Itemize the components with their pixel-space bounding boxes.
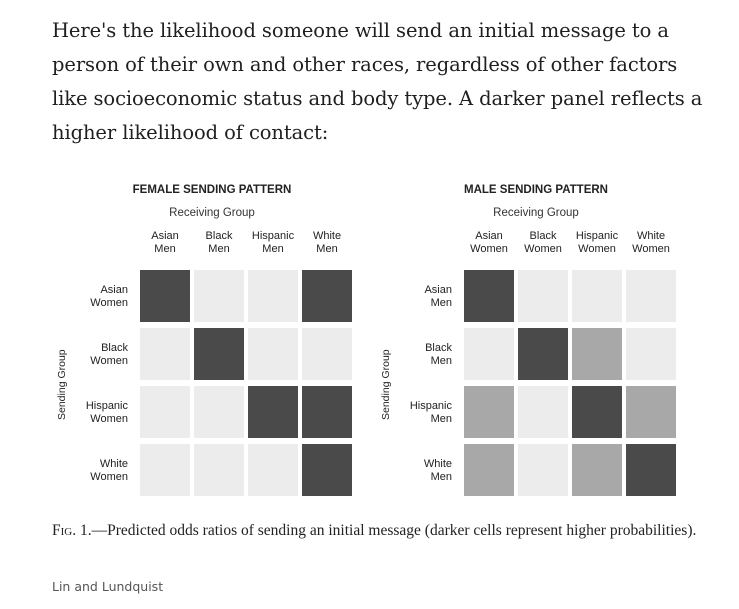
sending-group-label: Sending Group [56,349,68,420]
heatmap-cell [194,444,244,496]
column-label: White Men [312,230,342,255]
heatmap-cell [194,386,244,438]
heatmap-cell [248,444,298,496]
heatmap-cell [248,270,298,322]
row-label: Black Men [425,342,452,367]
heatmap-cell [140,328,190,380]
column-label: White Women [632,230,670,255]
heatmap-cell [464,328,514,380]
credit: Lin and Lundquist [52,579,164,594]
row-label: Asian Men [424,284,452,309]
column-label: Hispanic Men [251,230,295,255]
row-label: Asian Women [90,284,128,309]
caption-fig-label: Fig. 1. [52,522,92,539]
row-label: Black Women [90,342,128,367]
heatmap-cell [518,386,568,438]
receiving-group-label: Receiving Group [169,207,255,219]
row-label: Hispanic Women [85,400,128,425]
heatmap-cell [140,270,190,322]
column-label: Black Men [205,230,233,255]
heatmap-cell [302,328,352,380]
heatmap-cell [626,444,676,496]
heatmap-cell [248,386,298,438]
receiving-group-label: Receiving Group [493,207,579,219]
heatmap-cell [194,328,244,380]
panel-title: MALE SENDING PATTERN [464,184,608,196]
heatmap-cell [626,270,676,322]
heatmap-cell [572,328,622,380]
heatmap-cell [302,270,352,322]
heatmap-cell [464,270,514,322]
intro-paragraph: Here's the likelihood someone will send … [52,19,703,144]
column-label: Hispanic Women [575,230,619,255]
column-label: Black Women [524,230,562,255]
heatmap-cell [140,444,190,496]
heatmap-cell [572,270,622,322]
heatmap-cell [518,270,568,322]
heatmap-cell [626,386,676,438]
column-label: Asian Men [151,230,179,255]
heatmap-cell [194,270,244,322]
heatmap-cell [518,444,568,496]
row-label: White Women [90,458,128,483]
heatmap-cell [572,386,622,438]
heatmap-cell [464,444,514,496]
heatmap-cell [140,386,190,438]
caption-text: —Predicted odds ratios of sending an ini… [91,522,697,539]
panel-title: FEMALE SENDING PATTERN [132,184,292,196]
heatmap-cell [302,444,352,496]
figure-caption: Fig. 1.—Predicted odds ratios of sending… [52,522,712,540]
heatmap-cell [518,328,568,380]
heatmap-cell [248,328,298,380]
row-label: Hispanic Men [409,400,452,425]
sending-group-label: Sending Group [380,349,392,420]
heatmap-cell [464,386,514,438]
heatmap-cell [572,444,622,496]
heatmap-cell [626,328,676,380]
row-label: White Men [423,458,452,483]
heatmap-cell [302,386,352,438]
column-label: Asian Women [470,230,508,255]
